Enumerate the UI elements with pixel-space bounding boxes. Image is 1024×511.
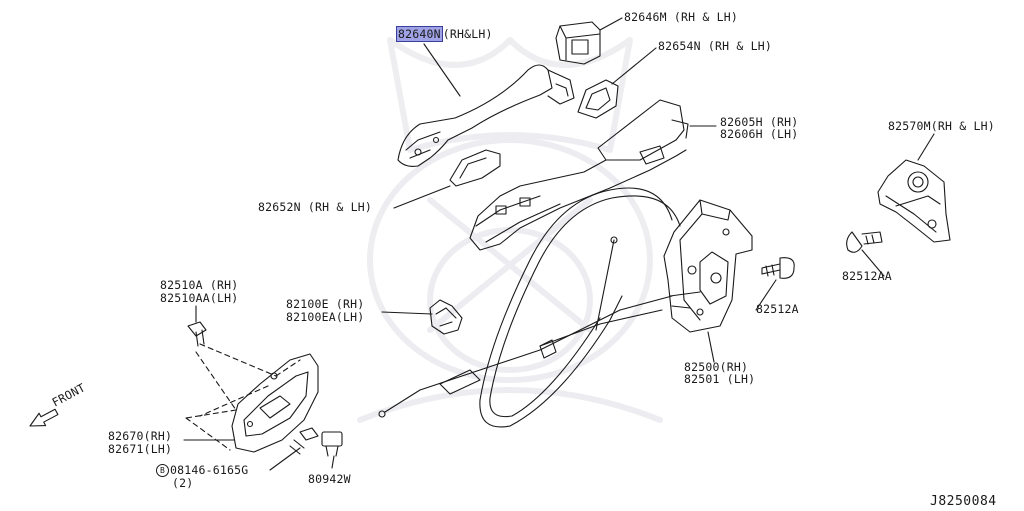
- callout-82501: 82501 (LH): [684, 372, 756, 386]
- striker: [877, 159, 951, 243]
- inside-handle-bolt: [187, 321, 207, 347]
- callout-82100ea: 82100EA(LH): [286, 310, 365, 324]
- lock-screw: [761, 257, 795, 279]
- callout-82570m: 82570M(RH & LH): [888, 119, 995, 133]
- callout-82646m: 82646M (RH & LH): [624, 10, 738, 24]
- striker-screw: [846, 231, 883, 253]
- callout-82605h: 82605H (RH): [720, 115, 799, 129]
- gasket: [577, 79, 619, 119]
- callout-82670: 82670(RH): [108, 429, 173, 443]
- callout-82100e: 82100E (RH): [286, 297, 365, 311]
- callout-08146-part: 08146-6165G: [170, 463, 249, 477]
- callout-82652n: 82652N (RH & LH): [258, 200, 372, 214]
- callout-82512a: 82512A: [756, 302, 799, 316]
- callout-82510a: 82510A (RH): [160, 278, 239, 292]
- outside-handle: [397, 64, 575, 167]
- callout-82510aa: 82510AA(LH): [160, 291, 239, 305]
- watermark-emblem: [357, 37, 663, 423]
- callout-82654n: 82654N (RH & LH): [658, 39, 772, 53]
- handle-frame: [469, 99, 689, 251]
- callout-82671: 82671(LH): [108, 442, 173, 456]
- bolt-08146: [289, 427, 319, 455]
- handle-cap: [555, 21, 601, 65]
- front-arrow-icon: [29, 408, 59, 427]
- dashed-guides: [185, 343, 301, 451]
- escutcheon: [449, 149, 501, 187]
- door-lock: [663, 199, 753, 333]
- leader-lines: [183, 17, 935, 471]
- callout-82500: 82500(RH): [684, 360, 749, 374]
- callout-08146-qty: (2): [172, 476, 194, 490]
- rod-clip: [429, 299, 463, 335]
- reference-code: J8250084: [930, 494, 997, 509]
- callout-82512aa: 82512AA: [842, 269, 892, 283]
- callout-82606h: 82606H (LH): [720, 127, 799, 141]
- inside-handle: [231, 353, 319, 453]
- cable-rod: [378, 187, 681, 428]
- callout-80942w: 80942W: [308, 472, 351, 486]
- highlighted-part-number: 82640N: [396, 26, 443, 42]
- small-clip: [321, 431, 343, 457]
- b-circle-badge: B: [156, 464, 169, 477]
- callout-82640n-side: (RH&LH): [442, 27, 493, 41]
- callout-82640n: 82640N(RH&LH): [396, 26, 493, 42]
